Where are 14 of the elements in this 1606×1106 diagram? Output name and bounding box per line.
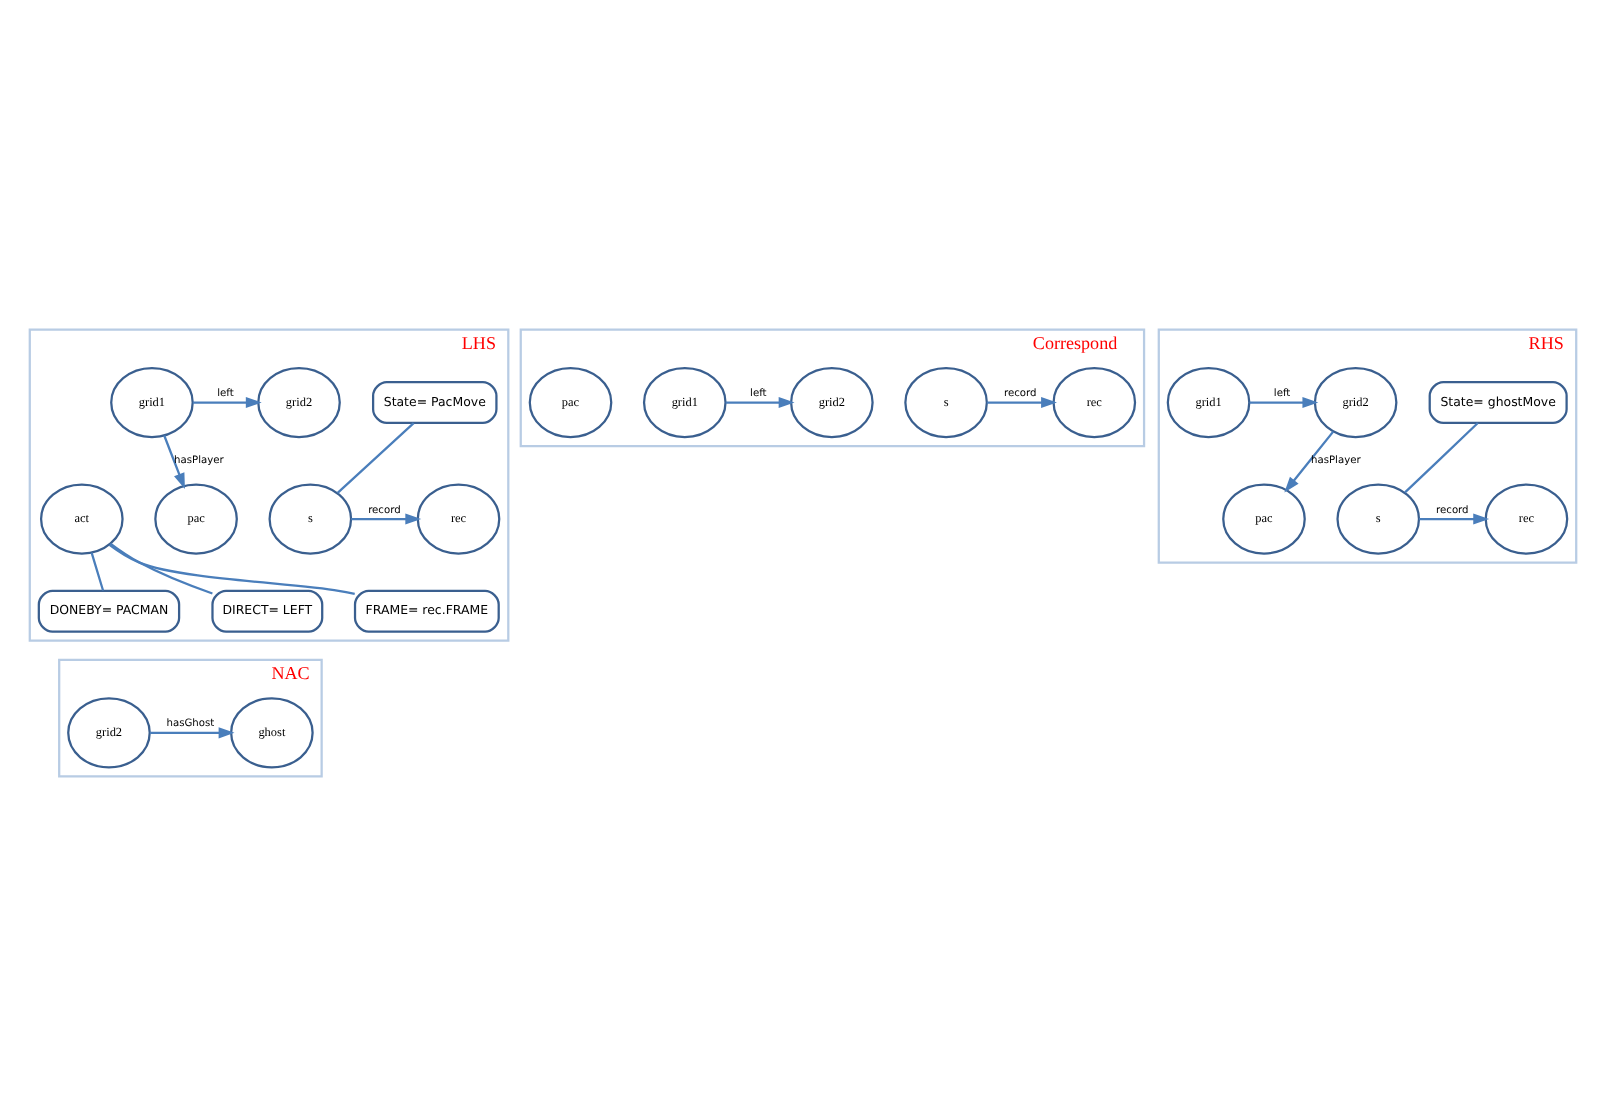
arrow [725, 397, 795, 409]
arrow [192, 397, 262, 409]
connector [336, 422, 415, 494]
arrow [1249, 397, 1319, 409]
arrow [163, 435, 185, 490]
arrow [1284, 430, 1335, 493]
arrow [1419, 513, 1490, 525]
arrow [987, 397, 1057, 409]
connector [108, 543, 355, 596]
connector [90, 552, 105, 591]
arrow [150, 727, 235, 739]
connector [109, 542, 213, 595]
connector [1404, 422, 1479, 494]
arrow [351, 513, 422, 525]
